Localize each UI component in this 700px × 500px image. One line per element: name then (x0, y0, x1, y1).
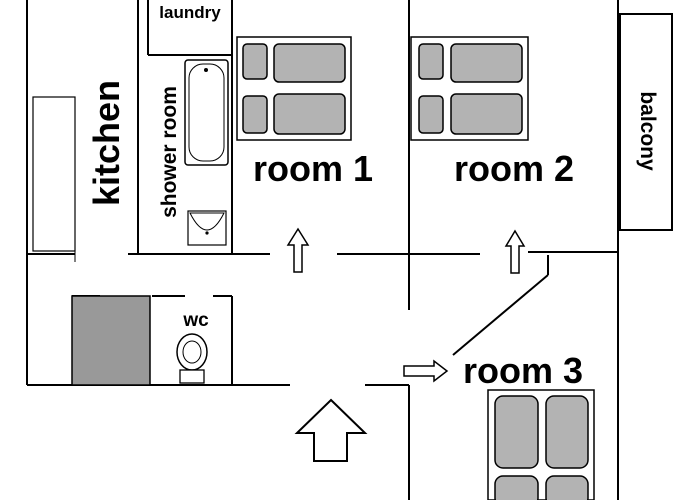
arrow-up-icon-room1-shape (286, 227, 310, 273)
bathtub-icon (184, 59, 229, 166)
arrow-right-icon-room3 (403, 359, 449, 383)
room2-beds (410, 36, 529, 141)
wc-label: wc (182, 310, 209, 331)
walls (26, 0, 619, 500)
balcony-label: balcony (636, 91, 659, 171)
room2-label: room 2 (454, 148, 574, 189)
toilet-icon (176, 333, 208, 384)
wall-room3-door (452, 274, 549, 356)
room3-beds (487, 389, 595, 500)
entrance-arrow-icon (294, 398, 368, 462)
kitchen-counter (32, 96, 76, 252)
balcony-outline (619, 13, 673, 231)
room3-label: room 3 (463, 350, 583, 391)
arrow-up-icon-room2 (504, 229, 526, 274)
sink-icon (187, 210, 227, 246)
room1-beds (236, 36, 352, 141)
storage-block (71, 295, 151, 386)
room1-label: room 1 (253, 148, 373, 189)
shower-room-label: shower room (158, 86, 181, 218)
kitchen-label: kitchen (86, 80, 127, 206)
laundry-label: laundry (159, 3, 221, 22)
